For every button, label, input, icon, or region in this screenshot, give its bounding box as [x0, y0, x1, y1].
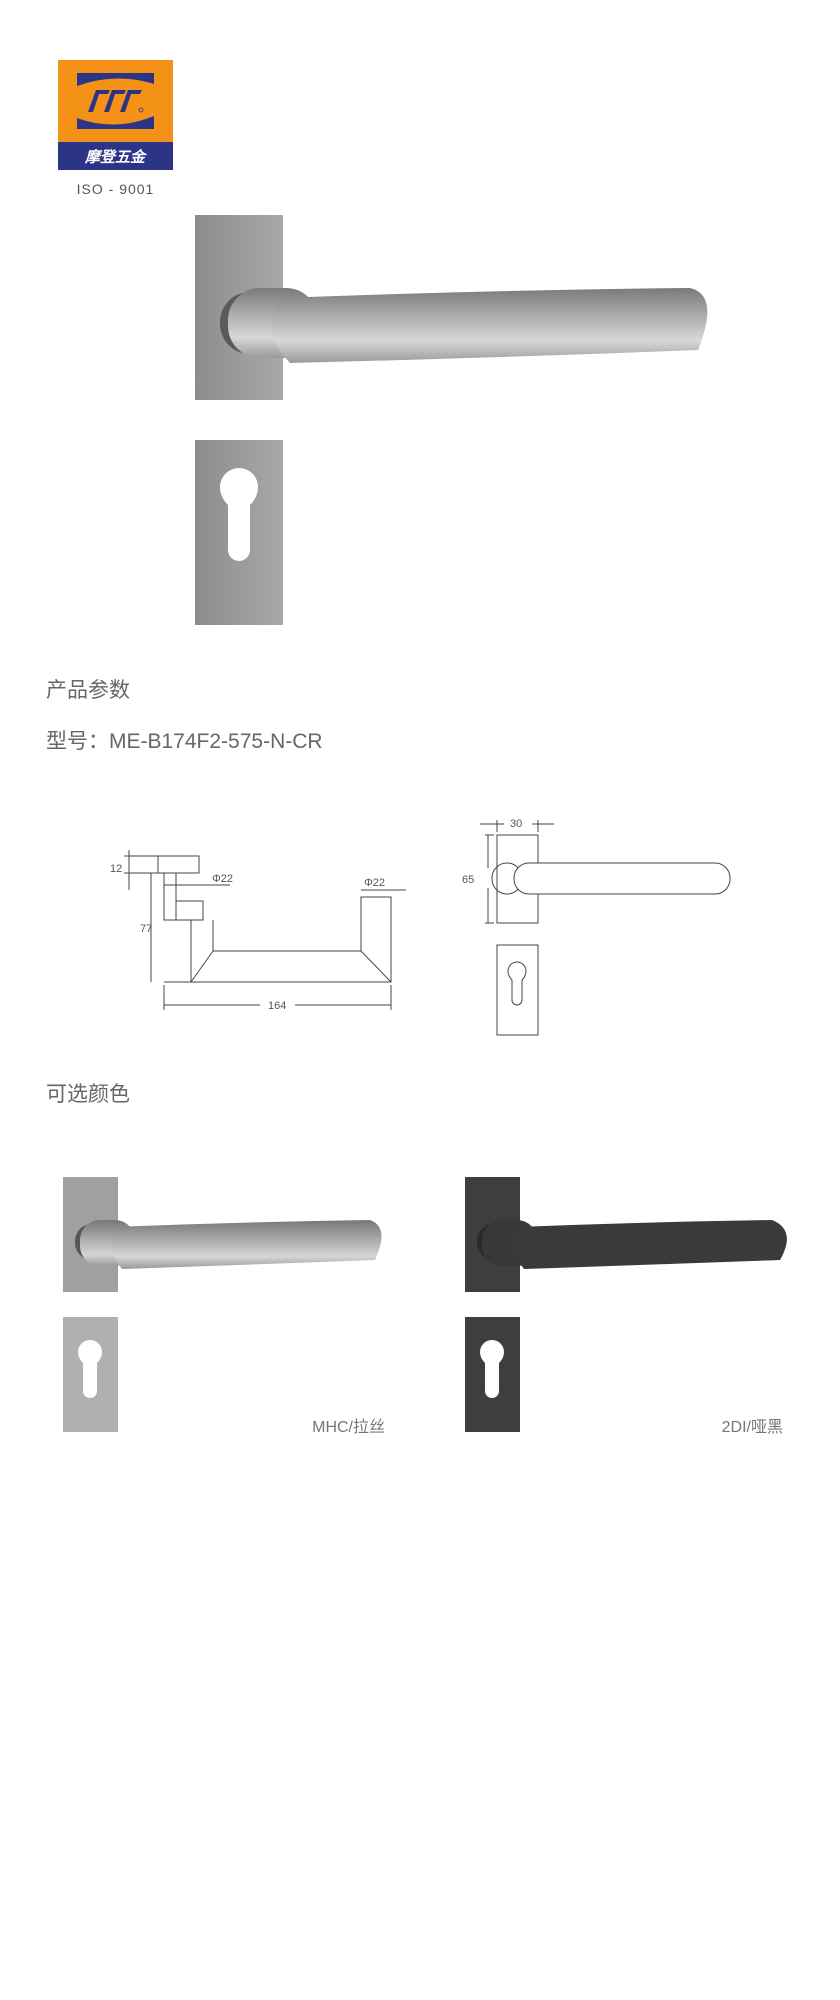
color-option-matte-black: [465, 1177, 787, 1432]
color-label-matte-black: 2DI/哑黑: [721, 1419, 783, 1436]
dim-height: 77: [140, 923, 152, 935]
color-option-brushed: [63, 1177, 382, 1432]
svg-text:摩登五金: 摩登五金: [84, 148, 148, 166]
model-label: 型号：: [46, 730, 109, 753]
dim-length: 164: [268, 1000, 286, 1012]
section-title-params: 产品参数: [46, 679, 130, 702]
dim-diameter-1: Φ22: [212, 873, 233, 885]
model-number: 型号：ME-B174F2-575-N-CR: [46, 725, 323, 755]
dim-diameter-2: Φ22: [364, 877, 385, 889]
dim-rose-height: 65: [462, 874, 474, 886]
model-value: ME-B174F2-575-N-CR: [109, 730, 323, 753]
dim-knob-height: 12: [110, 863, 122, 875]
brand-logo: 摩登五金: [58, 60, 173, 170]
product-image-main: [195, 215, 708, 625]
color-label-brushed: MHC/拉丝: [312, 1419, 385, 1436]
section-title-colors: 可选颜色: [46, 1083, 130, 1106]
front-view-drawing: [480, 820, 731, 1036]
iso-certification: ISO - 9001: [76, 181, 155, 197]
technical-drawing: 12 Φ22 Φ22 77 164 30 65: [110, 818, 731, 1036]
dim-width: 30: [510, 818, 522, 830]
side-view-drawing: [124, 850, 406, 1010]
